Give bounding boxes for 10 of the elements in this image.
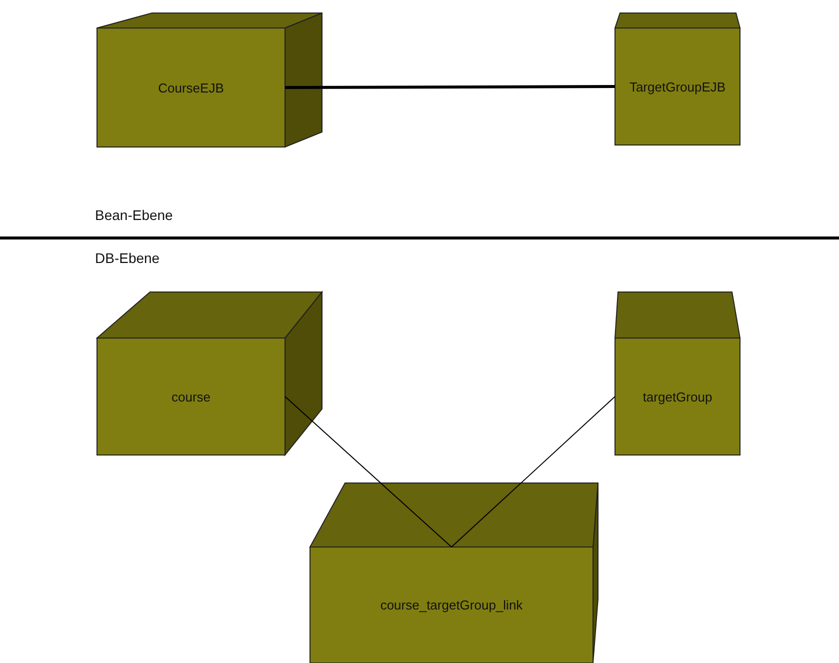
layer-label: Bean-Ebene — [95, 207, 173, 223]
node-label: targetGroup — [642, 389, 712, 404]
node-label: CourseEJB — [158, 80, 224, 95]
node-label: TargetGroupEJB — [629, 79, 726, 94]
node-label: course_targetGroup_link — [380, 598, 523, 612]
connector-line — [284, 396, 452, 548]
node-label: course — [171, 389, 211, 404]
layer-label: DB-Ebene — [95, 250, 160, 266]
connector-line — [451, 396, 616, 548]
connector-line — [285, 85, 615, 89]
